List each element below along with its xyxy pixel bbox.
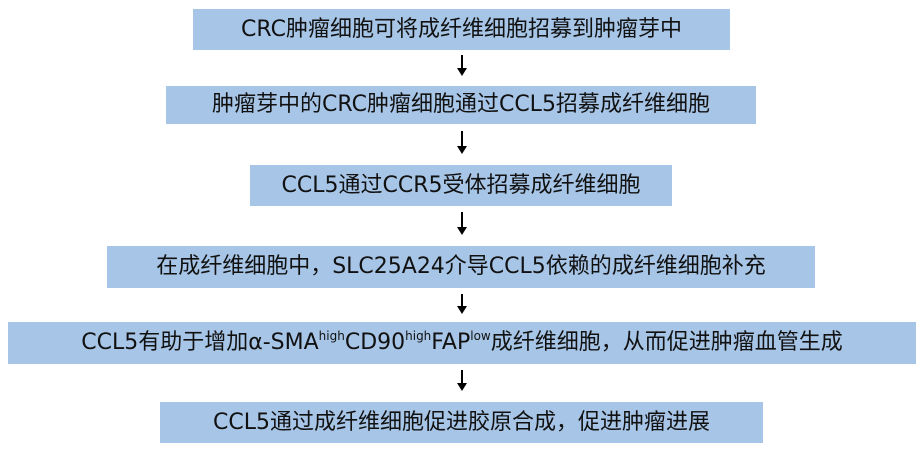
flow-step-3-text: CCL5通过CCR5受体招募成纤维细胞 xyxy=(281,173,641,198)
flow-step-1: CRC肿瘤细胞可将成纤维细胞招募到肿瘤芽中 xyxy=(193,9,730,50)
flow-step-5-sup-2: high xyxy=(405,329,432,343)
flow-step-5-mid-1: CD90 xyxy=(344,330,406,355)
flow-step-2-text: 肿瘤芽中的CRC肿瘤细胞通过CCL5招募成纤维细胞 xyxy=(212,92,710,117)
flow-step-4: 在成纤维细胞中，SLC25A24介导CCL5依赖的成纤维细胞补充 xyxy=(107,246,815,288)
flow-step-5: CCL5有助于增加α-SMAhighCD90highFAPlow成纤维细胞，从而… xyxy=(8,322,916,364)
flow-step-3: CCL5通过CCR5受体招募成纤维细胞 xyxy=(250,165,672,206)
flow-step-6: CCL5通过成纤维细胞促进胶原合成，促进肿瘤进展 xyxy=(160,402,763,443)
flow-step-5-sup-3: low xyxy=(470,329,491,343)
flow-step-5-sup-1: high xyxy=(318,329,345,343)
flow-step-5-prefix: CCL5有助于增加α-SMA xyxy=(81,330,319,355)
flow-step-1-text: CRC肿瘤细胞可将成纤维细胞招募到肿瘤芽中 xyxy=(241,17,682,42)
flow-step-4-text: 在成纤维细胞中，SLC25A24介导CCL5依赖的成纤维细胞补充 xyxy=(156,254,766,279)
flow-step-5-suffix: 成纤维细胞，从而促进肿瘤血管生成 xyxy=(490,330,843,355)
flow-step-5-mid-2: FAP xyxy=(431,330,471,355)
flow-step-6-text: CCL5通过成纤维细胞促进胶原合成，促进肿瘤进展 xyxy=(213,410,710,435)
flow-step-2: 肿瘤芽中的CRC肿瘤细胞通过CCL5招募成纤维细胞 xyxy=(166,86,756,124)
